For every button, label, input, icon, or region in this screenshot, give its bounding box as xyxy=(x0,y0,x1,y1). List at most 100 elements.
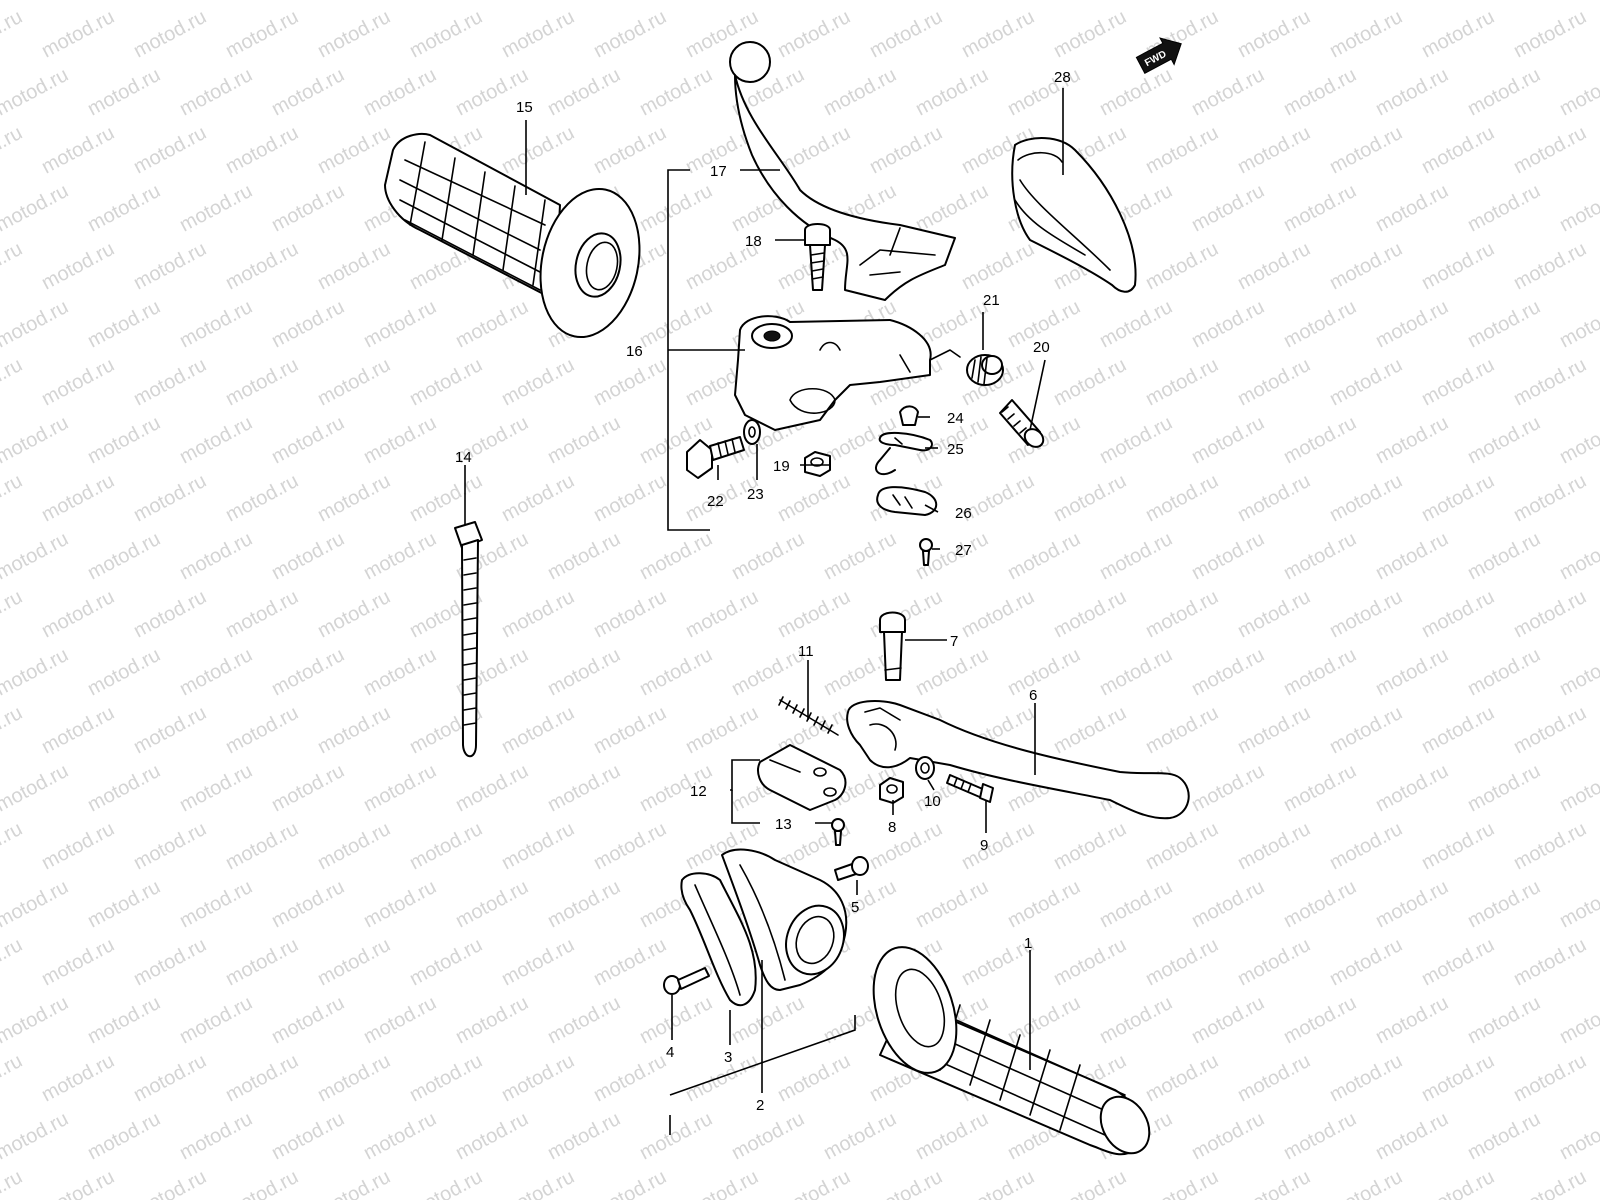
watermark-text: motod.ru xyxy=(1280,1108,1360,1164)
watermark-text: motod.ru xyxy=(452,1108,532,1164)
watermark-text: motod.ru xyxy=(1372,644,1452,700)
lever-collar xyxy=(915,756,935,780)
watermark-text: motod.ru xyxy=(1372,0,1452,4)
watermark-text: motod.ru xyxy=(314,934,394,990)
watermark-text: motod.ru xyxy=(130,354,210,410)
watermark-text: motod.ru xyxy=(1096,412,1176,468)
watermark-text: motod.ru xyxy=(498,1050,578,1106)
watermark-text: motod.ru xyxy=(1050,586,1130,642)
watermark-text: motod.ru xyxy=(268,412,348,468)
watermark-text: motod.ru xyxy=(38,1166,118,1200)
watermark-text: motod.ru xyxy=(268,1108,348,1164)
watermark-text: motod.ru xyxy=(1188,412,1268,468)
watermark-text: motod.ru xyxy=(1556,992,1600,1048)
watermark-text: motod.ru xyxy=(1142,702,1222,758)
clutch-lever-holder xyxy=(734,315,961,431)
watermark-text: motod.ru xyxy=(1464,876,1544,932)
watermark-text: motod.ru xyxy=(130,1050,210,1106)
watermark-text: motod.ru xyxy=(38,818,118,874)
watermark-text: motod.ru xyxy=(1418,702,1498,758)
watermark-text: motod.ru xyxy=(268,760,348,816)
watermark-text: motod.ru xyxy=(406,934,486,990)
watermark-text: motod.ru xyxy=(912,1108,992,1164)
watermark-text: motod.ru xyxy=(1142,1166,1222,1200)
watermark-text: motod.ru xyxy=(1142,354,1222,410)
watermark-text: motod.ru xyxy=(84,180,164,236)
callout-21: 21 xyxy=(983,292,1000,309)
watermark-text: motod.ru xyxy=(912,0,992,4)
watermark-text: motod.ru xyxy=(84,0,164,4)
watermark-text: motod.ru xyxy=(1096,64,1176,120)
callout-1: 1 xyxy=(1024,935,1032,952)
callout-15: 15 xyxy=(516,99,533,116)
watermark-text: motod.ru xyxy=(590,470,670,526)
watermark-text: motod.ru xyxy=(1464,992,1544,1048)
watermark-text: motod.ru xyxy=(84,760,164,816)
callout-9: 9 xyxy=(980,837,988,854)
watermark-text: motod.ru xyxy=(1234,702,1314,758)
watermark-text: motod.ru xyxy=(636,644,716,700)
watermark-text: motod.ru xyxy=(268,0,348,4)
watermark-text: motod.ru xyxy=(1464,0,1544,4)
switch-screw-lower xyxy=(831,818,845,846)
watermark-text: motod.ru xyxy=(1280,412,1360,468)
watermark-text: motod.ru xyxy=(682,1050,762,1106)
watermark-text: motod.ru xyxy=(1280,180,1360,236)
watermark-text: motod.ru xyxy=(452,992,532,1048)
watermark-text: motod.ru xyxy=(1050,702,1130,758)
watermark-text: motod.ru xyxy=(360,644,440,700)
callout-24: 24 xyxy=(947,410,964,427)
watermark-text: motod.ru xyxy=(222,238,302,294)
watermark-text: motod.ru xyxy=(1372,296,1452,352)
watermark-text: motod.ru xyxy=(0,122,26,178)
watermark-text: motod.ru xyxy=(1510,470,1590,526)
watermark-text: motod.ru xyxy=(0,354,26,410)
watermark-text: motod.ru xyxy=(498,122,578,178)
watermark-text: motod.ru xyxy=(130,238,210,294)
watermark-text: motod.ru xyxy=(1556,180,1600,236)
watermark-text: motod.ru xyxy=(1556,528,1600,584)
watermark-text: motod.ru xyxy=(1556,1108,1600,1164)
watermark-text: motod.ru xyxy=(1004,992,1084,1048)
watermark-text: motod.ru xyxy=(1556,760,1600,816)
watermark-text: motod.ru xyxy=(590,354,670,410)
callout-2: 2 xyxy=(756,1097,764,1114)
fwd-arrow-badge: FWD xyxy=(1135,37,1182,74)
watermark-text: motod.ru xyxy=(0,0,72,4)
watermark-text: motod.ru xyxy=(1142,586,1222,642)
right-grip xyxy=(872,946,1151,1156)
watermark-text: motod.ru xyxy=(314,354,394,410)
watermark-text: motod.ru xyxy=(38,470,118,526)
watermark-text: motod.ru xyxy=(314,470,394,526)
watermark-text: motod.ru xyxy=(1188,644,1268,700)
watermark-text: motod.ru xyxy=(1510,354,1590,410)
watermark-text: motod.ru xyxy=(590,122,670,178)
watermark-text: motod.ru xyxy=(1326,6,1406,62)
watermark-text: motod.ru xyxy=(498,1166,578,1200)
watermark-text: motod.ru xyxy=(130,470,210,526)
watermark-text: motod.ru xyxy=(1418,6,1498,62)
watermark-text: motod.ru xyxy=(0,586,26,642)
watermark-text: motod.ru xyxy=(1326,238,1406,294)
watermark-text: motod.ru xyxy=(1464,180,1544,236)
watermark-text: motod.ru xyxy=(1326,1050,1406,1106)
watermark-text: motod.ru xyxy=(1326,354,1406,410)
watermark-text: motod.ru xyxy=(1096,644,1176,700)
watermark-text: motod.ru xyxy=(1326,1166,1406,1200)
watermark-text: motod.ru xyxy=(452,760,532,816)
watermark-text: motod.ru xyxy=(1418,934,1498,990)
watermark-text: motod.ru xyxy=(38,702,118,758)
watermark-text: motod.ru xyxy=(1004,876,1084,932)
watermark-text: motod.ru xyxy=(498,702,578,758)
watermark-text: motod.ru xyxy=(176,528,256,584)
watermark-text: motod.ru xyxy=(498,818,578,874)
watermark-text: motod.ru xyxy=(1234,6,1314,62)
watermark-text: motod.ru xyxy=(0,992,72,1048)
watermark-text: motod.ru xyxy=(1280,644,1360,700)
watermark-text: motod.ru xyxy=(222,818,302,874)
watermark-text: motod.ru xyxy=(1234,586,1314,642)
callout-11: 11 xyxy=(798,643,814,660)
lever-adjust-bolt xyxy=(946,774,994,803)
watermark-text: motod.ru xyxy=(406,354,486,410)
watermark-text: motod.ru xyxy=(1096,0,1176,4)
